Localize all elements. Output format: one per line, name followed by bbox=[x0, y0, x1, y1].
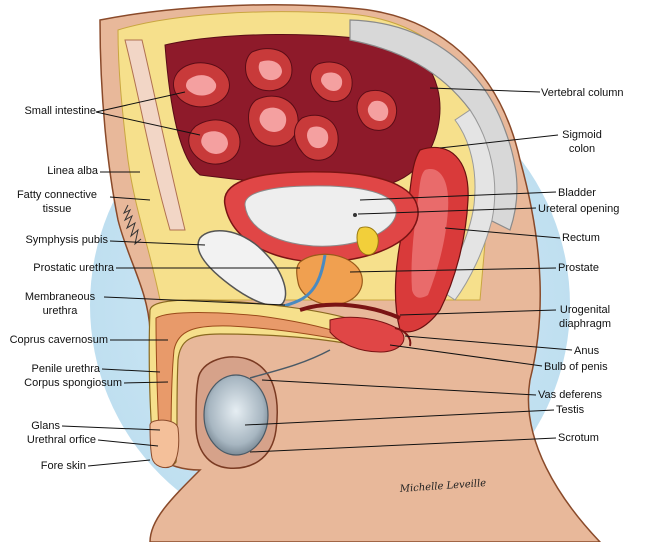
linea-alba-band bbox=[124, 39, 186, 231]
label-testis: Testis bbox=[556, 404, 585, 416]
rectum-lumen bbox=[411, 169, 449, 298]
label-fatty-connective-tissue-1: Fatty connective bbox=[17, 189, 97, 201]
label-scrotum: Scrotum bbox=[558, 432, 599, 444]
label-corpus-spongiosum: Corpus spongiosum bbox=[24, 377, 122, 389]
bulb-of-penis-shape bbox=[329, 316, 405, 353]
anus-shape bbox=[394, 327, 412, 347]
vas-deferens-path bbox=[249, 349, 331, 379]
label-anus: Anus bbox=[574, 345, 600, 357]
label-symphysis-pubis: Symphysis pubis bbox=[25, 234, 108, 246]
label-bladder: Bladder bbox=[558, 187, 596, 199]
label-rectum: Rectum bbox=[562, 232, 600, 244]
label-fore-skin: Fore skin bbox=[41, 460, 86, 472]
label-bulb-of-penis: Bulb of penis bbox=[544, 361, 608, 373]
label-small-intestine: Small intestine bbox=[24, 105, 96, 117]
label-prostate: Prostate bbox=[558, 262, 599, 274]
ureteral-opening-dot bbox=[353, 213, 357, 217]
peritoneal-cavity bbox=[164, 34, 441, 189]
label-urogenital-diaphragm-2: diaphragm bbox=[559, 318, 611, 330]
pubic-hair bbox=[122, 204, 142, 246]
testis-shape bbox=[203, 374, 269, 456]
label-membraneous-urethra-1: Membraneous bbox=[25, 291, 96, 303]
urogenital-diaphragm-band bbox=[299, 302, 401, 320]
label-sigmoid-colon-1: Sigmoid bbox=[562, 129, 602, 141]
label-prostatic-urethra: Prostatic urethra bbox=[33, 262, 115, 274]
label-membraneous-urethra-2: urethra bbox=[43, 305, 79, 317]
label-sigmoid-colon-2: colon bbox=[569, 143, 595, 155]
label-linea-alba: Linea alba bbox=[47, 165, 99, 177]
leader-lines bbox=[61, 87, 573, 467]
label-fatty-connective-tissue-2: tissue bbox=[43, 203, 72, 215]
label-glans: Glans bbox=[31, 420, 60, 432]
seminal-vesicle bbox=[356, 226, 379, 256]
labels-right: Vertebral column Sigmoid colon Bladder U… bbox=[538, 87, 624, 444]
labels-left: Small intestine Linea alba Fatty connect… bbox=[10, 105, 122, 472]
label-corpus-cavernosum: Coprus cavernosum bbox=[10, 334, 108, 346]
label-vertebral-column: Vertebral column bbox=[541, 87, 624, 99]
label-ureteral-opening: Ureteral opening bbox=[538, 203, 619, 215]
glans-shape bbox=[149, 419, 180, 469]
label-vas-deferens: Vas deferens bbox=[538, 389, 603, 401]
sacrum-shape bbox=[439, 109, 496, 301]
label-urethral-orifice: Urethral orfice bbox=[27, 434, 96, 446]
small-intestine-loops bbox=[173, 48, 398, 165]
label-penile-urethra: Penile urethra bbox=[32, 363, 101, 375]
label-urogenital-diaphragm-1: Urogenital bbox=[560, 304, 610, 316]
